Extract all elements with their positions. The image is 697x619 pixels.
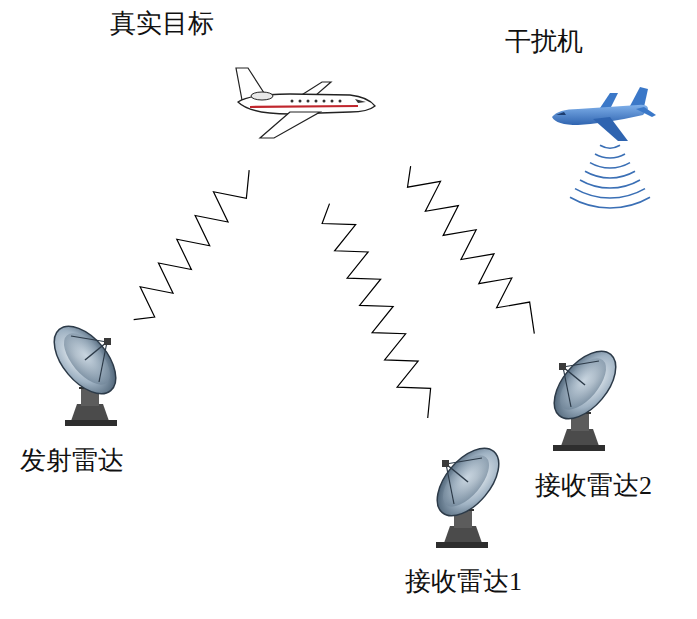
jamming-waves	[570, 145, 650, 208]
signal-path	[407, 166, 534, 333]
jammer-plane	[552, 87, 656, 141]
target-node: 真实目标	[230, 62, 375, 140]
radar-icon	[425, 437, 510, 548]
node-label: 接收雷达1	[405, 568, 522, 597]
node-label: 真实目标	[110, 10, 214, 39]
radar-icon	[542, 340, 627, 451]
signal-path	[322, 204, 430, 418]
node-label: 发射雷达	[20, 447, 124, 476]
signal-path	[134, 170, 250, 320]
radar-node: 接收雷达2	[545, 343, 615, 448]
target-plane	[236, 68, 375, 138]
radar-icon	[42, 315, 127, 426]
radar-node: 接收雷达1	[428, 438, 498, 552]
radar-node: 发射雷达	[55, 318, 130, 428]
jammer-node: 干扰机	[545, 85, 655, 205]
node-label: 接收雷达2	[535, 472, 652, 501]
node-label: 干扰机	[505, 28, 583, 57]
